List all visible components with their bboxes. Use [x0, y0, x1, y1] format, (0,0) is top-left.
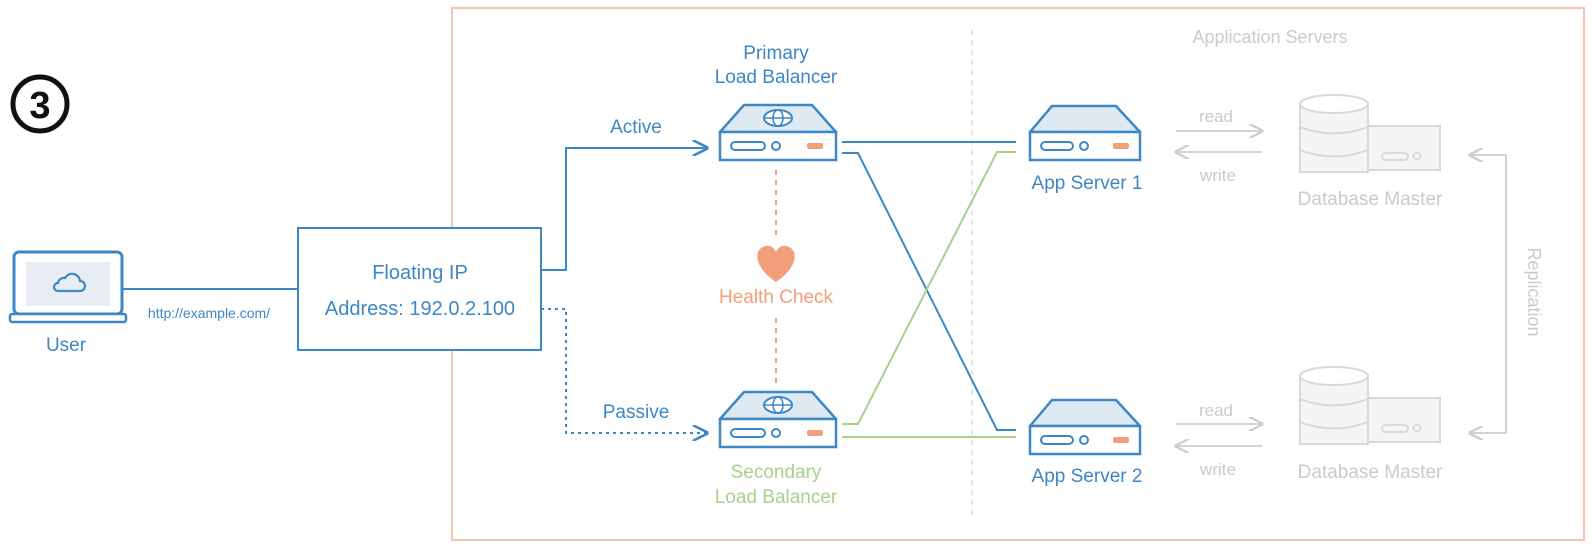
passive-label: Passive	[603, 402, 670, 423]
user-label: User	[46, 335, 87, 356]
secondary-lb-label-line2: Load Balancer	[715, 487, 838, 508]
step-badge: 3	[10, 74, 70, 134]
infrastructure-border	[451, 7, 1585, 541]
database-master-2-icon	[1299, 366, 1441, 445]
app-server-2-icon	[1028, 398, 1142, 456]
user-laptop-icon	[8, 250, 128, 324]
secondary-load-balancer-icon	[718, 390, 838, 449]
health-check-label: Health Check	[719, 287, 834, 308]
read-label-2: read	[1199, 401, 1233, 420]
active-link	[541, 148, 707, 271]
passive-link	[541, 308, 707, 433]
secondary-to-app1-link	[842, 151, 1016, 425]
database-master-1-label: Database Master	[1298, 189, 1443, 210]
read-label-1: read	[1199, 107, 1233, 126]
app-server-2-label: App Server 2	[1032, 466, 1143, 487]
app-server-1-label: App Server 1	[1032, 173, 1143, 194]
primary-lb-label-line1: Primary	[743, 43, 809, 64]
app-server-1-icon	[1028, 104, 1142, 162]
database-master-1-icon	[1299, 94, 1441, 173]
floating-ip-address: Address: 192.0.2.100	[325, 298, 515, 320]
replication-label: Replication	[1524, 247, 1544, 336]
replication-link	[1470, 155, 1507, 433]
floating-ip-box	[297, 227, 542, 351]
primary-load-balancer-icon	[718, 103, 838, 162]
database-master-2-label: Database Master	[1298, 462, 1443, 483]
write-label-2: write	[1199, 460, 1236, 479]
write-label-1: write	[1199, 166, 1236, 185]
secondary-lb-label-line1: Secondary	[731, 462, 822, 483]
active-label: Active	[610, 117, 662, 138]
user-url: http://example.com/	[148, 305, 270, 321]
primary-to-app2-link	[842, 152, 1016, 431]
step-number: 3	[29, 85, 50, 127]
floating-ip-title: Floating IP	[372, 262, 468, 284]
app-servers-heading: Application Servers	[1192, 27, 1347, 47]
heart-icon	[757, 245, 795, 282]
primary-lb-label-line2: Load Balancer	[715, 67, 838, 88]
